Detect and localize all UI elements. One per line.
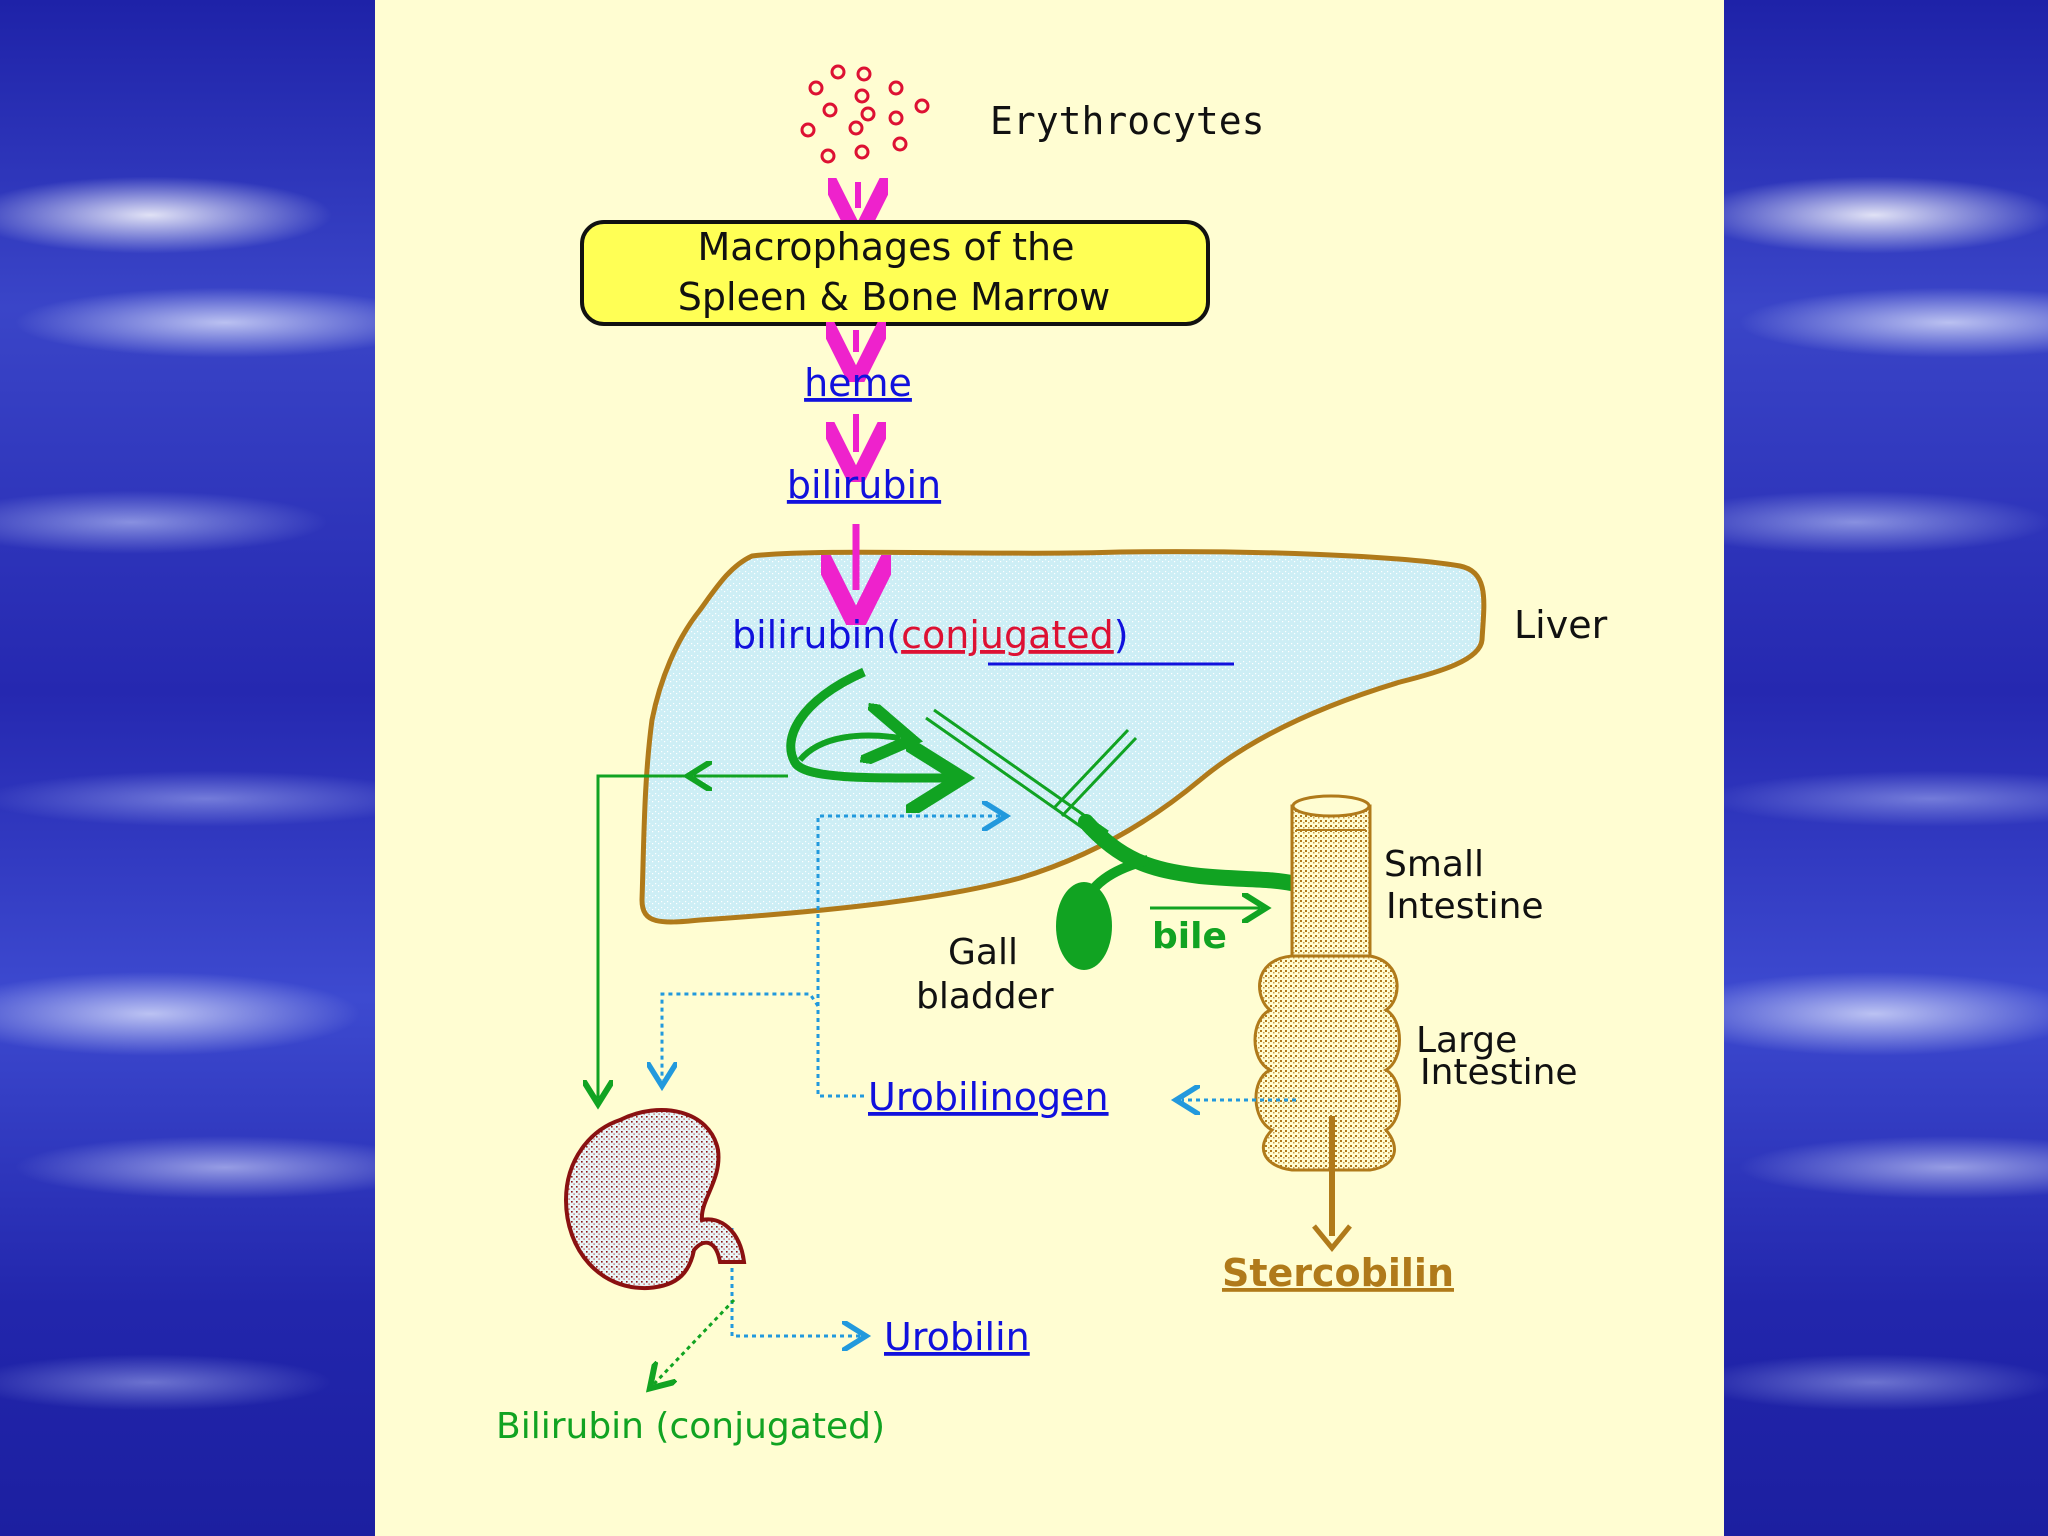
macrophages-box xyxy=(580,220,1210,326)
heme-label[interactable]: heme xyxy=(804,361,912,405)
large-intestine-label-line2: Intestine xyxy=(1420,1052,1578,1093)
stercobilin-label[interactable]: Stercobilin xyxy=(1222,1251,1454,1295)
macrophages-label-line1: Macrophages of the xyxy=(698,225,1075,269)
slide-background-right xyxy=(1724,0,2048,1536)
common-bile-duct xyxy=(1078,814,1304,892)
gall-bladder-label-line1: Gall xyxy=(948,932,1018,973)
bilirubin-conjugated-prefix: bilirubin( xyxy=(732,613,901,657)
urobilin-label[interactable]: Urobilin xyxy=(884,1315,1030,1359)
slide-background-left xyxy=(0,0,375,1536)
small-intestine-shape xyxy=(1290,794,1372,958)
macrophages-label-line2: Spleen & Bone Marrow xyxy=(678,275,1110,319)
bile-canaliculi-branch xyxy=(797,736,900,760)
kidney-shape xyxy=(563,1108,747,1291)
liver-shape xyxy=(639,549,1487,925)
large-intestine-shape xyxy=(1253,954,1401,1172)
green-path-to-kidney xyxy=(598,774,690,1098)
gall-bladder-shape xyxy=(1056,882,1112,970)
stercobilin-arrow-head xyxy=(1312,1224,1352,1252)
erythrocytes-cells xyxy=(800,64,930,164)
small-intestine-label-line2: Intestine xyxy=(1386,886,1544,927)
bile-canaliculi-curve xyxy=(786,667,951,783)
ureter-dotted xyxy=(654,1298,736,1384)
bilirubin-urine-label: Bilirubin (conjugated) xyxy=(496,1406,885,1447)
large-intestine-label-line1: Large xyxy=(1416,1020,1517,1061)
small-intestine-label-line1: Small xyxy=(1384,844,1484,885)
bilirubin-conjugated-liver: bilirubin(conjugated) xyxy=(732,613,1129,657)
bilirubin-label[interactable]: bilirubin xyxy=(787,463,941,507)
hepatic-duct xyxy=(925,708,1138,842)
liver-label: Liver xyxy=(1514,603,1608,647)
conjugated-word[interactable]: conjugated xyxy=(901,613,1114,657)
gall-bladder-label-line2: bladder xyxy=(916,976,1054,1017)
urobilinogen-label[interactable]: Urobilinogen xyxy=(868,1075,1109,1119)
bilirubin-conjugated-suffix: ) xyxy=(1114,613,1129,657)
erythrocytes-label: Erythrocytes xyxy=(990,99,1265,143)
bile-label: bile xyxy=(1152,916,1227,957)
